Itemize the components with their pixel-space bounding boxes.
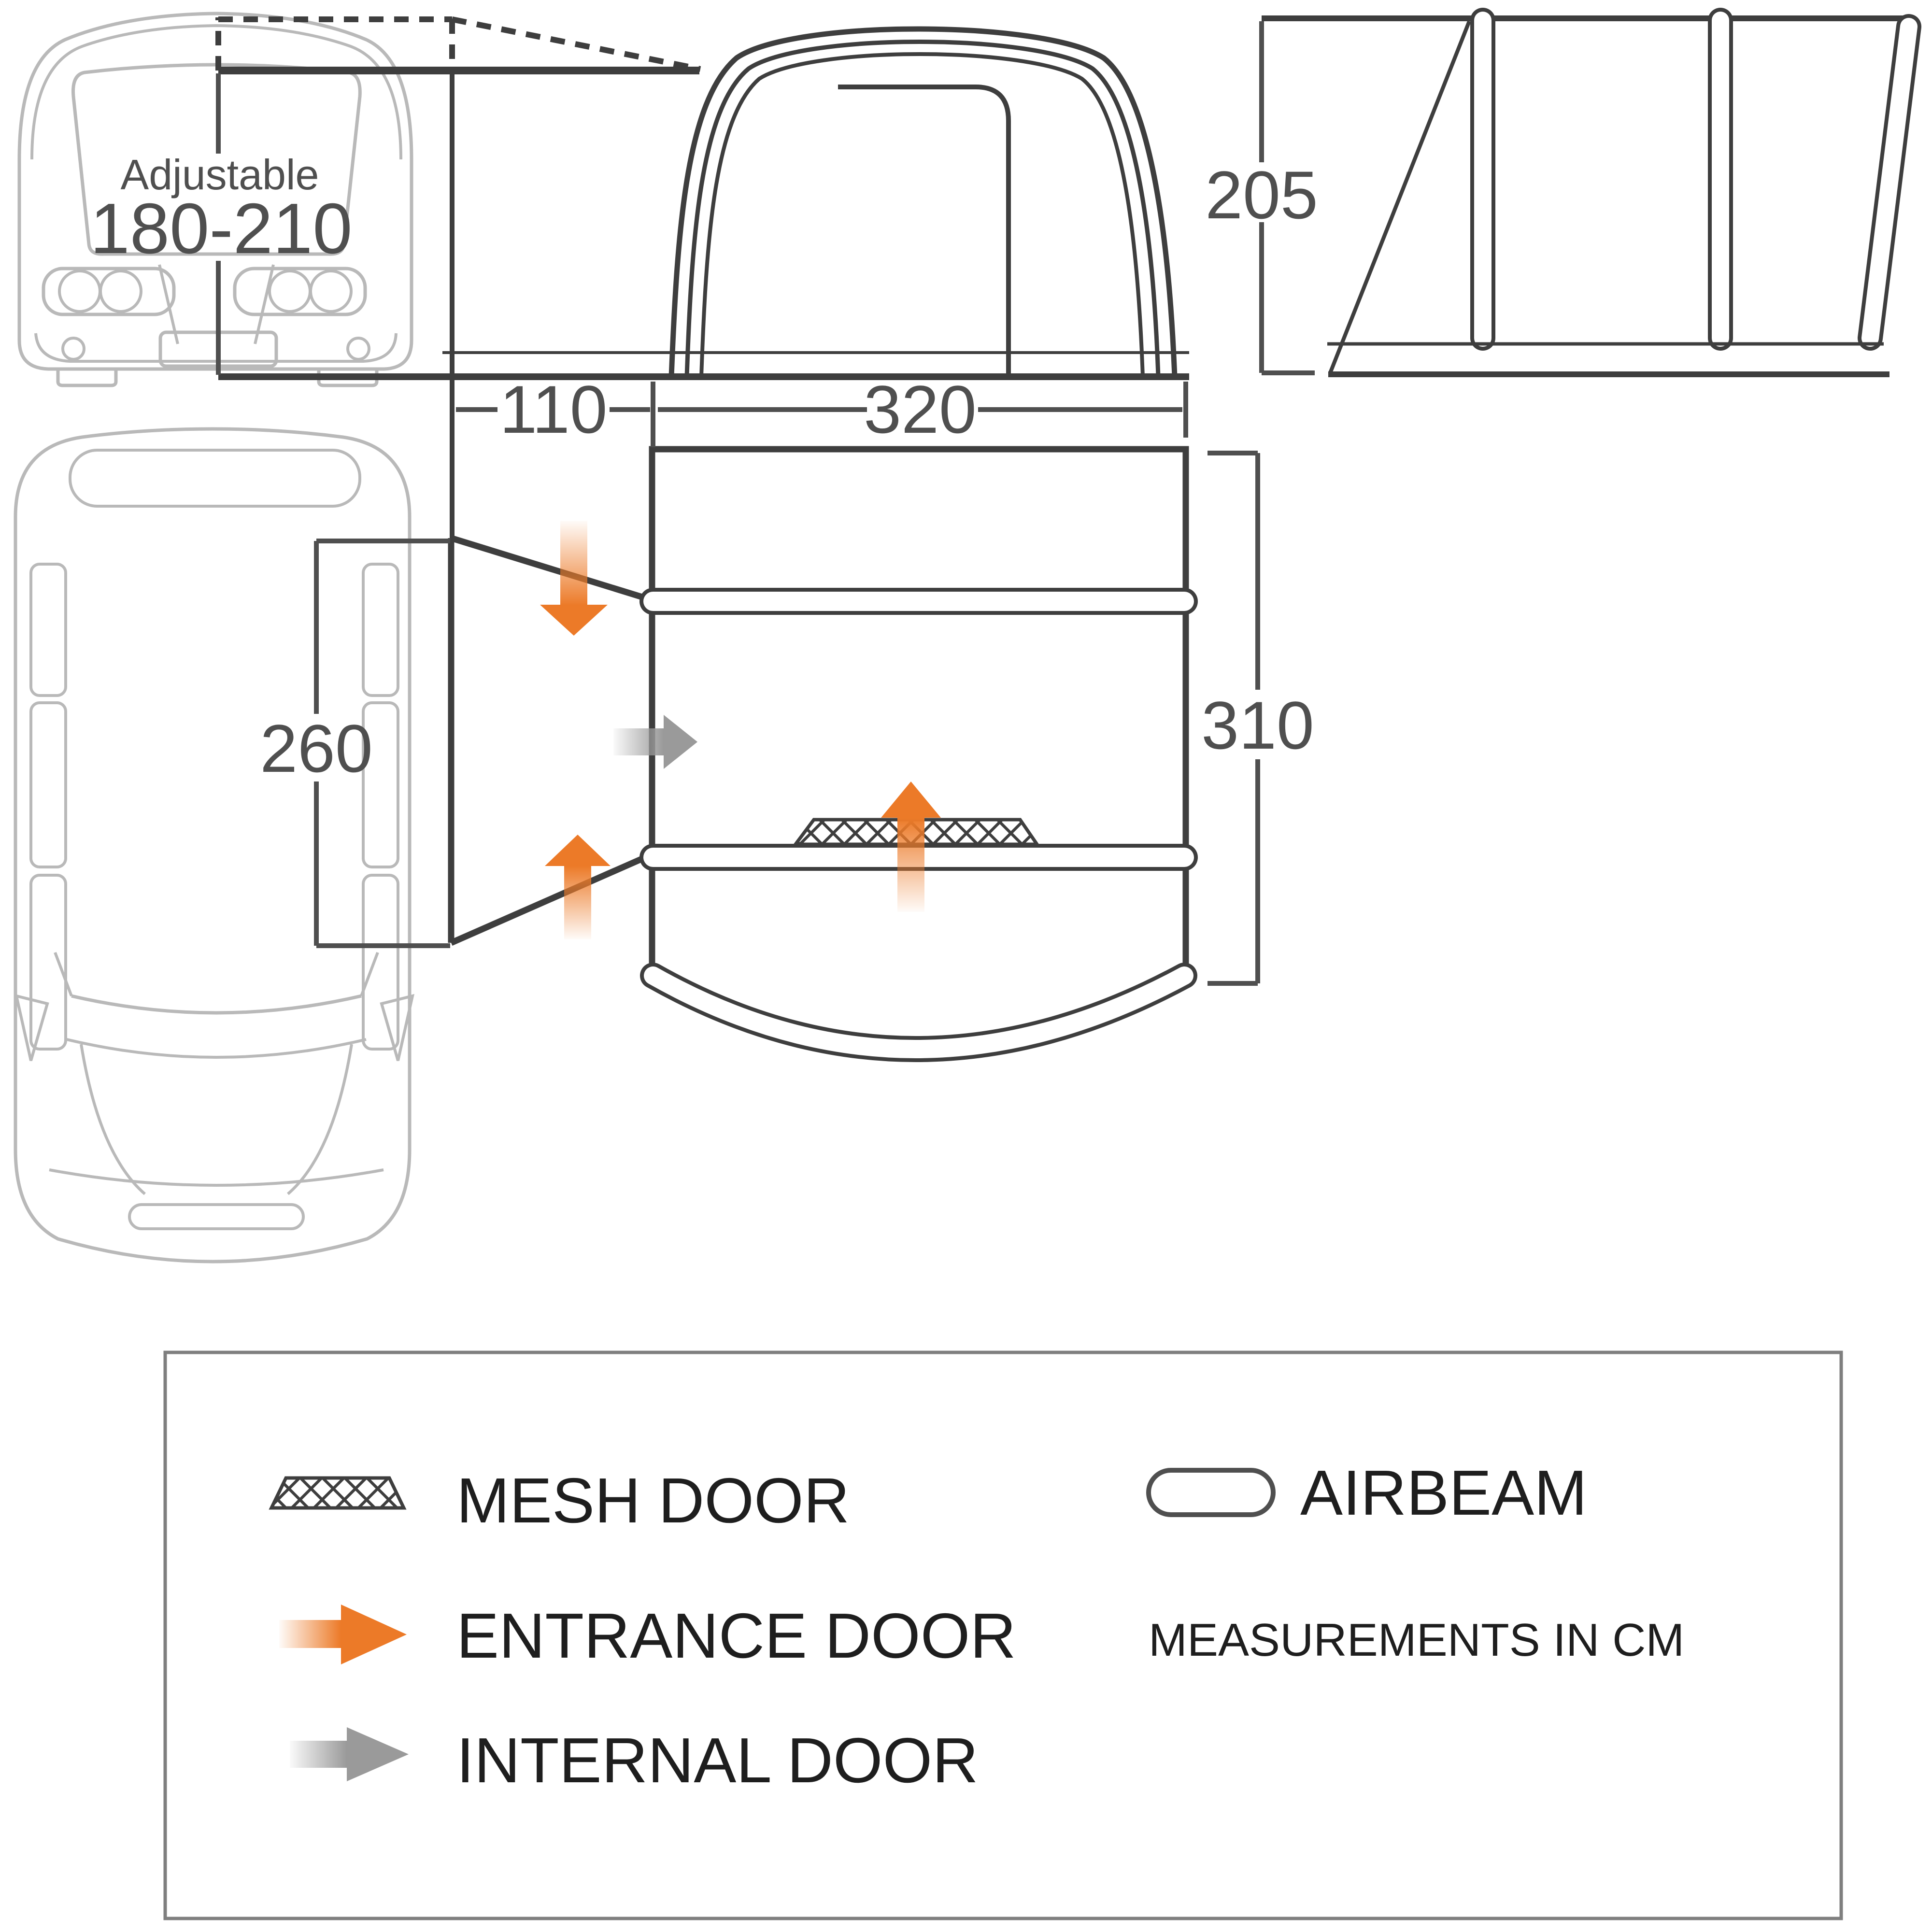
- van-front-headlight-left: [42, 267, 176, 316]
- legend-entrance-door-label: ENTRANCE DOOR: [456, 1600, 1016, 1671]
- dim-awning-depth: 310: [1201, 687, 1314, 763]
- van-top-side-panel: [362, 874, 399, 1051]
- legend: MESH DOOR ENTRANCE DOOR INTERNAL DOOR AI…: [163, 1350, 1843, 1920]
- van-top-body: [14, 427, 412, 1264]
- van-top-hood-creases: [80, 1044, 353, 1195]
- arrow-head: [664, 715, 697, 769]
- awning-side-view: [215, 16, 1189, 538]
- van-top-view: [14, 427, 414, 1264]
- dim-adjustable-range: 180-210: [90, 189, 352, 269]
- airbeam-icon: [1146, 1468, 1276, 1517]
- dim-awning-height: 205: [1205, 157, 1318, 233]
- frame-guy-line: [1328, 20, 1471, 374]
- tunnel-top-edge: [450, 535, 654, 604]
- foglight: [346, 337, 370, 361]
- side-door-outline: [838, 85, 1011, 375]
- entrance-door-arrow-icon: [279, 1605, 407, 1664]
- legend-internal-door-label: INTERNAL DOOR: [456, 1725, 979, 1796]
- dim-awning-width: 320: [864, 371, 977, 447]
- van-top-grille: [128, 1203, 305, 1230]
- floor-plan: [448, 446, 1198, 1062]
- tunnel-bottom-edge: [450, 851, 654, 946]
- van-top-bumper: [49, 1168, 384, 1187]
- awning-frame-view: [1262, 8, 1921, 377]
- arrow-head: [341, 1605, 407, 1664]
- roofline-dashed-diagonal: [451, 16, 701, 72]
- arrow-head: [347, 1727, 409, 1781]
- floorplan-walls: [649, 446, 1189, 973]
- arrow-shaft: [564, 866, 591, 939]
- dim-adjustable-label: Adjustable: [121, 151, 319, 199]
- dim-tunnel-depth: 110: [499, 371, 607, 447]
- internal-door-arrow-icon: [290, 1727, 409, 1781]
- internal-door-arrow-icon: [613, 715, 697, 769]
- van-front-windshield: [71, 63, 362, 256]
- entrance-door-arrow-icon: [881, 781, 941, 912]
- arrow-head: [545, 835, 611, 866]
- mesh-door-icon: [269, 1476, 407, 1510]
- door-arrows: [540, 521, 941, 939]
- van-front-body: [17, 12, 413, 371]
- dim-van-side: 260: [260, 710, 373, 786]
- van-top-mirrors: [14, 994, 414, 1061]
- headlight-lamp: [309, 270, 353, 313]
- dim-260-line: [314, 539, 450, 948]
- van-top-side-panel: [362, 701, 399, 868]
- van-top-cowl: [66, 1038, 367, 1059]
- dim-205-line: [1259, 21, 1315, 375]
- van-top-a-pillars: [54, 952, 379, 997]
- airbeam-tube-inner: [644, 966, 1193, 1058]
- headlight-lamp: [99, 270, 142, 313]
- headlight-lamp: [58, 270, 101, 313]
- dim-110-320-ticks: [651, 382, 1188, 447]
- arrow-head: [881, 781, 941, 818]
- dimension-annotations: Adjustable 180-210 110 320 205 260 310: [90, 21, 1318, 986]
- awning-arch-outer: [668, 26, 1178, 377]
- van-top-side-panel: [29, 874, 67, 1051]
- arrow-shaft: [897, 818, 924, 912]
- awning-arch-inner: [699, 52, 1145, 377]
- legend-airbeam-label: AIRBEAM: [1300, 1457, 1587, 1528]
- arrow-shaft: [560, 521, 587, 606]
- awning-arch-middle: [684, 40, 1161, 377]
- van-top-rear-band: [69, 449, 361, 508]
- van-top-side-panel: [362, 563, 399, 697]
- headlight-lamp: [268, 270, 312, 313]
- arrow-shaft: [613, 728, 664, 755]
- legend-measurements-note: MEASUREMENTS IN CM: [1149, 1614, 1684, 1666]
- airbeam-tube-inner: [1861, 18, 1918, 347]
- van-front-headlight-right: [233, 267, 367, 316]
- arrow-head: [540, 605, 608, 636]
- entrance-door-arrow-icon: [545, 835, 611, 939]
- arrow-shaft: [290, 1741, 347, 1768]
- van-top-windshield: [71, 994, 362, 1015]
- van-top-side-panel: [29, 563, 67, 697]
- arrow-shaft: [279, 1620, 341, 1648]
- van-top-side-panel: [29, 701, 67, 868]
- dim-310-line: [1208, 451, 1260, 986]
- foglight: [61, 337, 85, 361]
- legend-mesh-door-label: MESH DOOR: [456, 1465, 850, 1536]
- legend-box: [163, 1350, 1843, 1920]
- van-front-wheels: [56, 369, 379, 387]
- entrance-door-arrow-icon: [540, 521, 608, 636]
